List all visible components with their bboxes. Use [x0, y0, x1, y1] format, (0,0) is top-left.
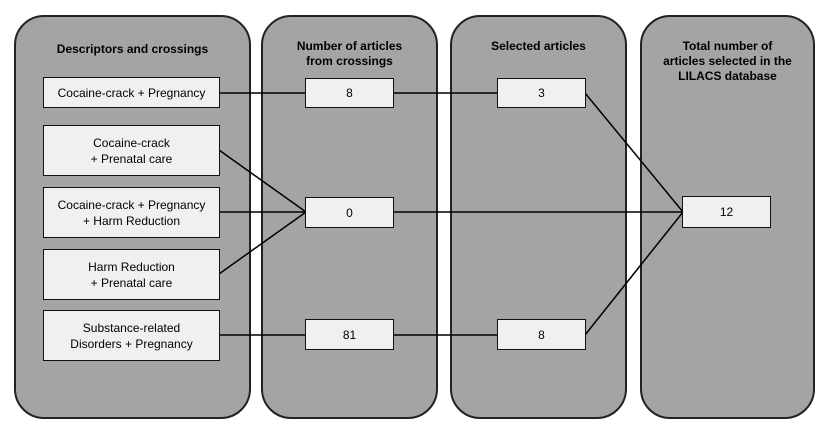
- connector-s2-total: [584, 211, 684, 336]
- column-title-number: Number of articles from crossings: [296, 39, 403, 68]
- count-box-2: 0: [305, 197, 394, 228]
- connector-d2-n2: [218, 149, 307, 213]
- descriptor-box-2: Cocaine-crack + Prenatal care: [43, 125, 220, 176]
- descriptor-box-3: Cocaine-crack + Pregnancy + Harm Reducti…: [43, 187, 220, 238]
- descriptor-box-1: Cocaine-crack + Pregnancy: [43, 77, 220, 108]
- column-title-descriptors: Descriptors and crossings: [56, 42, 209, 56]
- column-title-total: Total number of articles selected in the…: [663, 39, 792, 83]
- selected-box-2: 8: [497, 319, 586, 350]
- descriptor-box-5: Substance-related Disorders + Pregnancy: [43, 310, 220, 361]
- selected-box-1: 3: [497, 78, 586, 108]
- column-selected-articles: Selected articles: [450, 15, 627, 419]
- connector-d4-n2: [218, 211, 307, 275]
- column-number-of-articles: Number of articles from crossings: [261, 15, 438, 419]
- column-title-selected: Selected articles: [491, 39, 586, 53]
- connector-s1-total: [584, 92, 684, 213]
- descriptor-box-4: Harm Reduction + Prenatal care: [43, 249, 220, 300]
- count-box-3: 81: [305, 319, 394, 350]
- total-box: 12: [682, 196, 771, 228]
- count-box-1: 8: [305, 78, 394, 108]
